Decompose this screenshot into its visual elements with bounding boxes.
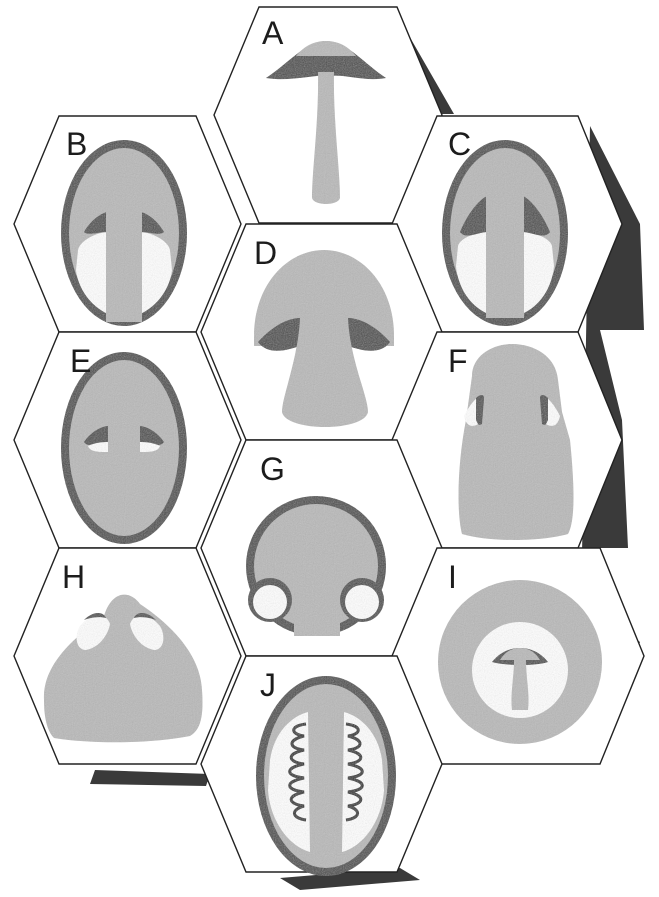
- primordium-e: [61, 352, 187, 544]
- label-d: D: [254, 235, 277, 271]
- primordium-g: [246, 496, 386, 636]
- primordium-i: [438, 580, 602, 744]
- label-b: B: [66, 126, 87, 162]
- shadow-h: [90, 770, 210, 786]
- label-f: F: [448, 343, 468, 379]
- primordium-f: [459, 344, 574, 540]
- label-g: G: [260, 451, 285, 487]
- label-e: E: [70, 343, 91, 379]
- primordium-c: [442, 140, 568, 326]
- label-c: C: [448, 126, 471, 162]
- label-h: H: [62, 559, 85, 595]
- label-i: I: [448, 559, 457, 595]
- label-a: A: [262, 15, 284, 51]
- label-j: J: [260, 667, 276, 703]
- primordium-b: [61, 140, 187, 326]
- primordium-j: [256, 676, 396, 876]
